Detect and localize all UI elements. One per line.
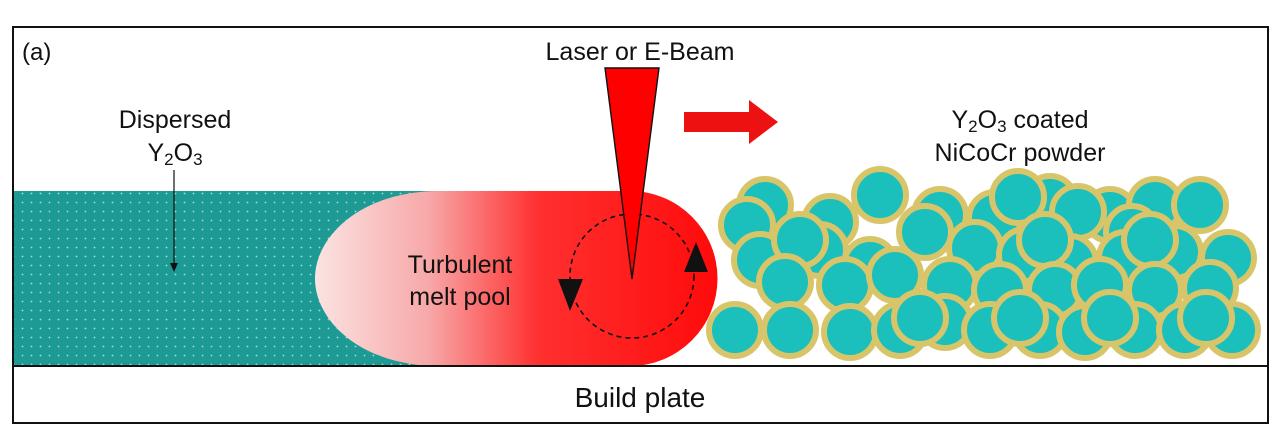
coated-label-word: coated xyxy=(1013,106,1089,134)
powder-particle xyxy=(1016,211,1074,269)
dispersed-label-formula: Y2O3 xyxy=(60,137,290,170)
beam-label: Laser or E-Beam xyxy=(545,38,735,66)
melt-label-line2: melt pool xyxy=(409,283,511,311)
dispersed-pointer-head xyxy=(170,263,178,272)
powder-particle xyxy=(1177,289,1235,347)
powder-particle xyxy=(1081,289,1139,347)
melt-label-line1: Turbulent xyxy=(407,251,513,279)
melt-pool-label: Turbulent melt pool xyxy=(360,249,560,313)
powder-particle xyxy=(761,301,819,359)
convection-arrow-down xyxy=(558,279,583,311)
scan-direction-arrow xyxy=(684,100,778,144)
dispersed-formula-sub-o: 3 xyxy=(193,150,203,169)
powder-particle xyxy=(991,289,1049,347)
powder-particle xyxy=(989,168,1047,226)
coated-formula-y: Y xyxy=(951,106,969,134)
dispersed-formula-o: O xyxy=(173,139,194,167)
melt-pool xyxy=(315,191,718,366)
coated-powder-label: Y2O3 coated NiCoCr powder xyxy=(880,104,1160,170)
coated-label-line2: NiCoCr powder xyxy=(934,139,1106,167)
dispersed-formula-sub-y: 2 xyxy=(164,150,174,169)
laser-beam xyxy=(604,67,660,280)
coated-label-line1: Y2O3 coated xyxy=(880,104,1160,137)
build-plate-label: Build plate xyxy=(574,382,706,413)
powder-particle xyxy=(1171,176,1229,234)
powder-particle xyxy=(1121,211,1179,269)
coated-formula-sub-o: 3 xyxy=(997,117,1007,136)
coated-formula-o: O xyxy=(977,106,998,134)
powder-particle xyxy=(756,253,814,311)
coated-formula-sub-y: 2 xyxy=(968,117,978,136)
powder-particle xyxy=(866,246,924,304)
panel-label: (a) xyxy=(22,39,52,66)
dispersed-formula-y: Y xyxy=(147,139,165,167)
powder-particle xyxy=(851,166,909,224)
powder-particle xyxy=(706,301,764,359)
powder-particle xyxy=(816,256,874,314)
powder-particle xyxy=(891,289,949,347)
powder-particle xyxy=(821,303,879,361)
dispersed-oxide-label: Dispersed Y2O3 xyxy=(60,104,290,170)
convection-arrow-up xyxy=(684,242,708,272)
dispersed-label-line1: Dispersed xyxy=(118,106,232,134)
powder-bed xyxy=(706,166,1261,361)
